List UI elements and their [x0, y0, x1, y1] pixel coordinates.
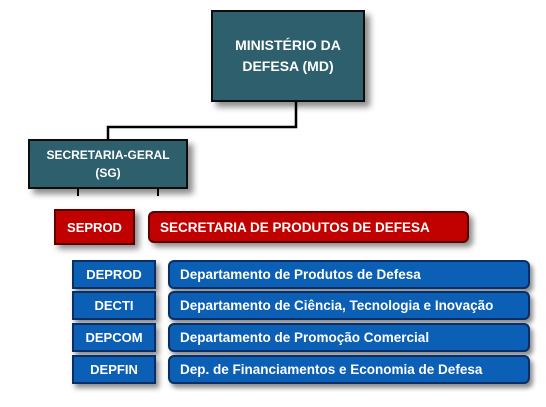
depfin-name-label: Dep. de Financiamentos e Economia de Def… [180, 362, 483, 377]
deprod-name-box: Departamento de Produtos de Defesa [168, 260, 530, 289]
depfin-code-label: DEPFIN [90, 362, 138, 377]
decti-name-label: Departamento de Ciência, Tecnologia e In… [180, 298, 494, 313]
secretaria-geral-box: SECRETARIA-GERAL (SG) [28, 139, 188, 189]
deprod-code-box: DEPROD [72, 260, 156, 289]
depfin-code-box: DEPFIN [72, 355, 156, 384]
decti-name-box: Departamento de Ciência, Tecnologia e In… [168, 291, 530, 320]
depfin-name-box: Dep. de Financiamentos e Economia de Def… [168, 355, 530, 384]
deprod-name-label: Departamento de Produtos de Defesa [180, 267, 421, 282]
deprod-code-label: DEPROD [86, 267, 142, 282]
secretaria-geral-title-line1: SECRETARIA-GERAL [46, 148, 170, 162]
depcom-name-label: Departamento de Promoção Comercial [180, 330, 430, 345]
ministerio-defesa-box: MINISTÉRIO DA DEFESA (MD) [211, 10, 365, 102]
decti-code-label: DECTI [94, 298, 134, 313]
ministerio-defesa-title-line2: DEFESA (MD) [242, 58, 334, 74]
secretaria-geral-title-line2: (SG) [95, 166, 121, 180]
md-to-sg-connector [106, 102, 298, 139]
depcom-code-box: DEPCOM [72, 323, 156, 352]
seprod-code-label: SEPROD [67, 219, 122, 235]
seprod-code-box: SEPROD [54, 209, 135, 245]
seprod-name-box: SECRETARIA DE PRODUTOS DE DEFESA [148, 211, 469, 243]
ministerio-defesa-title-line1: MINISTÉRIO DA [235, 37, 341, 53]
depcom-name-box: Departamento de Promoção Comercial [168, 323, 530, 352]
depcom-code-label: DEPCOM [85, 330, 143, 345]
decti-code-box: DECTI [72, 291, 156, 320]
seprod-name-label: SECRETARIA DE PRODUTOS DE DEFESA [160, 219, 430, 235]
